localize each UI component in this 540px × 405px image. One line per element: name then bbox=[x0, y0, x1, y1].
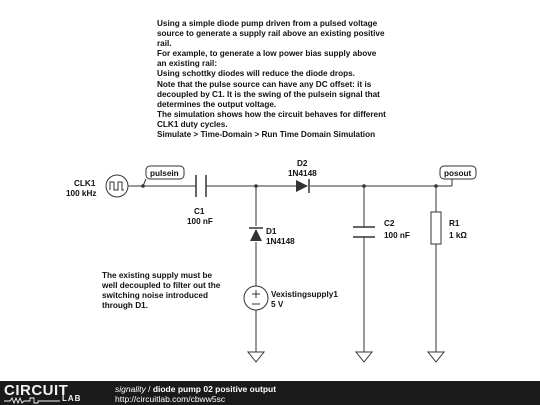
junction-dot bbox=[254, 184, 258, 188]
net-label-pulsein: pulsein bbox=[142, 165, 185, 187]
note-line: an existing rail: bbox=[157, 59, 218, 69]
d2-symbol bbox=[296, 179, 310, 193]
note-line: Using a simple diode pump driven from a … bbox=[157, 19, 378, 28]
schematic-canvas: pulsein posout CLK1 100 kHz C1 100 nF D2… bbox=[66, 159, 477, 363]
r1-value: 1 kΩ bbox=[449, 231, 467, 240]
c2-value: 100 nF bbox=[384, 231, 410, 240]
junction-dot bbox=[434, 184, 438, 188]
clk1-name: CLK1 bbox=[74, 179, 96, 188]
note-line: source to generate a supply rail above a… bbox=[157, 29, 385, 39]
note-line: decoupled by C1. It is the swing of the … bbox=[157, 89, 380, 99]
note-line: switching noise introduced bbox=[102, 291, 208, 301]
title-separator: / bbox=[145, 384, 153, 394]
circuit-name[interactable]: diode pump 02 positive output bbox=[152, 384, 277, 394]
note-line: through D1. bbox=[102, 301, 148, 311]
note-line: The existing supply must be bbox=[102, 271, 213, 280]
note-line: Using schottky diodes will reduce the di… bbox=[157, 69, 355, 79]
junction-dot bbox=[362, 184, 366, 188]
d1-name: D1 bbox=[266, 227, 277, 236]
r1-name: R1 bbox=[449, 219, 460, 228]
vsupply-name: Vexistingsupply1 bbox=[271, 290, 338, 299]
description-note: Using a simple diode pump driven from a … bbox=[157, 19, 417, 140]
note-line: The simulation shows how the circuit beh… bbox=[157, 109, 386, 119]
note-line: Simulate > Time-Domain > Run Time Domain… bbox=[157, 130, 376, 140]
vsupply-value: 5 V bbox=[271, 300, 284, 309]
d2-name: D2 bbox=[297, 159, 308, 168]
note-line: Note that the pulse source can have any … bbox=[157, 79, 372, 89]
c1-name: C1 bbox=[194, 207, 205, 216]
note-line: determines the output voltage. bbox=[157, 99, 277, 109]
r1-body bbox=[430, 211, 442, 245]
clk1-value: 100 kHz bbox=[66, 189, 97, 198]
circuit-title: signality / diode pump 02 positive outpu… bbox=[115, 384, 276, 394]
posout-label: posout bbox=[444, 169, 472, 178]
pulsein-label: pulsein bbox=[150, 169, 179, 178]
d2-value: 1N4148 bbox=[288, 169, 317, 178]
logo-wave-icon bbox=[4, 397, 60, 404]
d1-value: 1N4148 bbox=[266, 237, 295, 246]
circuitlab-logo[interactable]: CIRCUIT bbox=[4, 382, 69, 399]
d1-symbol bbox=[249, 227, 263, 241]
author-link[interactable]: signality bbox=[115, 384, 146, 394]
supply-note: The existing supply must be well decoupl… bbox=[102, 271, 252, 311]
note-line: For example, to generate a low power bia… bbox=[157, 49, 377, 59]
ground-icon bbox=[426, 351, 446, 363]
vsupply-polarity bbox=[252, 290, 260, 305]
ground-icon bbox=[246, 351, 266, 363]
ground-icon bbox=[354, 351, 374, 363]
net-label-posout: posout bbox=[439, 165, 477, 186]
note-line: CLK1 duty cycles. bbox=[157, 119, 228, 129]
circuit-url[interactable]: http://circuitlab.com/cbww5sc bbox=[115, 394, 226, 404]
note-line: well decoupled to filter out the bbox=[102, 281, 221, 291]
footer-bar: CIRCUIT LAB signality / diode pump 02 po… bbox=[0, 381, 540, 405]
clk1-symbol bbox=[105, 174, 129, 198]
note-line: rail. bbox=[157, 39, 172, 49]
c1-value: 100 nF bbox=[187, 217, 213, 226]
c2-name: C2 bbox=[384, 219, 395, 228]
logo-lab-text: LAB bbox=[62, 394, 82, 403]
